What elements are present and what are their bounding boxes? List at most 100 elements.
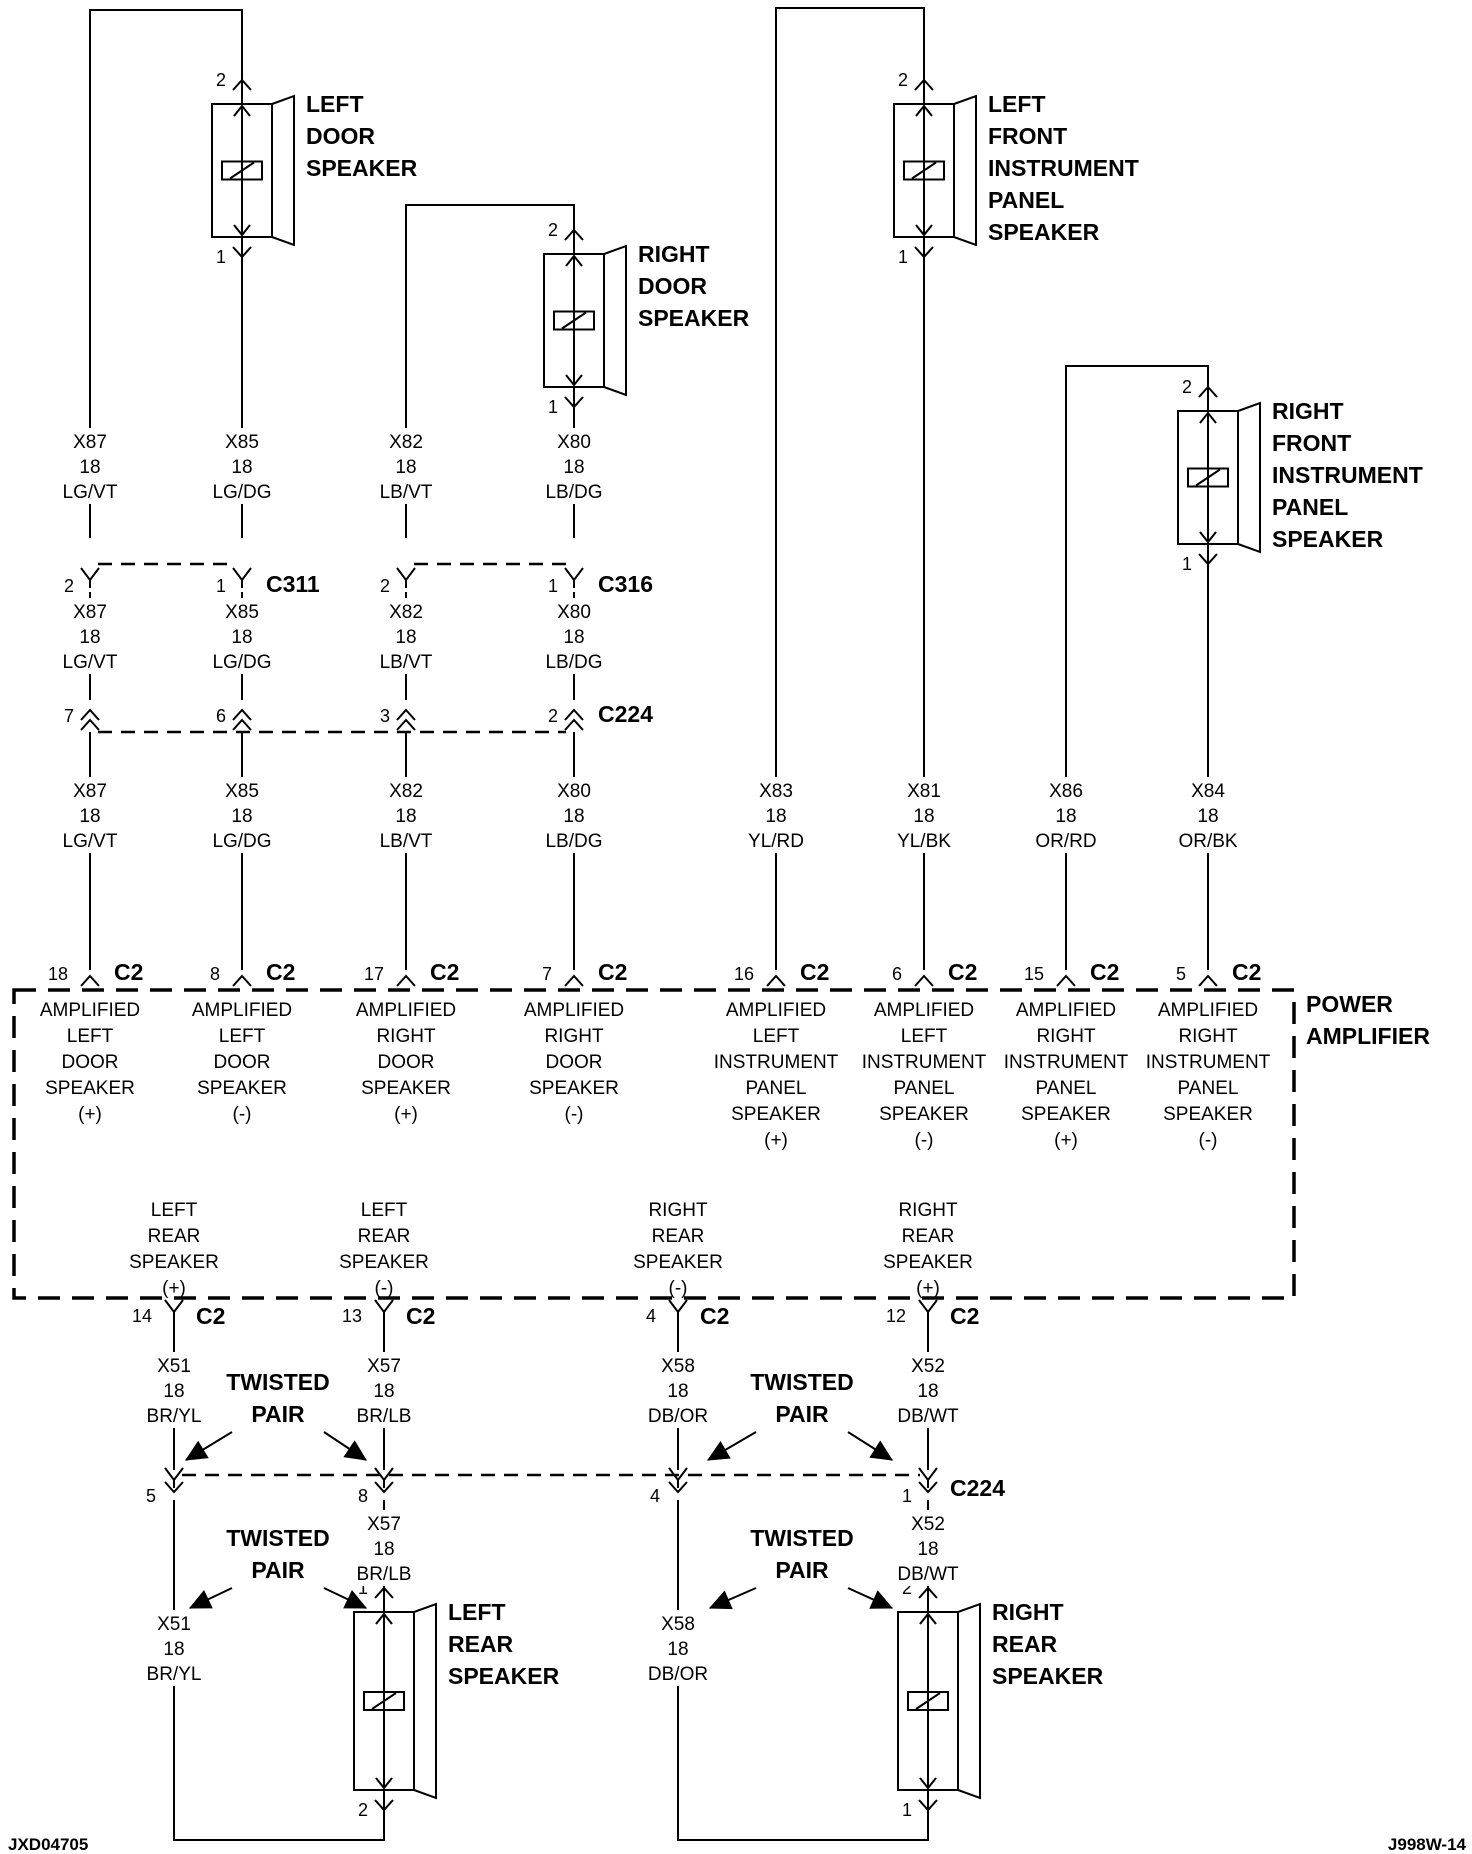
wire-label-x52-a-line-3: DB/WT bbox=[897, 1406, 959, 1427]
wire-label-x58-a-line-3: DB/OR bbox=[648, 1406, 708, 1427]
c224-bottom-terminal-a-2 bbox=[374, 1467, 394, 1488]
wire-label-x58-b-line-2: 18 bbox=[667, 1639, 688, 1660]
amp-bottom-label-4-2: REAR bbox=[652, 1226, 705, 1247]
wire-label-x86-line-3: OR/RD bbox=[1035, 831, 1096, 852]
amp-top-label-17-4: SPEAKER bbox=[361, 1078, 451, 1099]
right-front-ip-label-line-1: RIGHT bbox=[1272, 398, 1344, 424]
wire-label-x85-b-line-3: LG/DG bbox=[212, 652, 271, 673]
left-front-ip-label-line-3: INSTRUMENT bbox=[988, 155, 1139, 181]
left-door-speaker-cone bbox=[271, 94, 295, 247]
amp-top-label-17-2: RIGHT bbox=[376, 1026, 436, 1047]
amp-top-c2-18: C2 bbox=[114, 959, 143, 985]
right-front-ip-pin-bottom: 1 bbox=[1182, 554, 1192, 574]
wire-label-bg-x85-a bbox=[208, 428, 276, 504]
c224-pin-8: 8 bbox=[358, 1486, 368, 1506]
amp-top-label-7-4: SPEAKER bbox=[529, 1078, 619, 1099]
amp-top-label-15-6: (+) bbox=[1054, 1130, 1078, 1151]
amp-top-c2-17: C2 bbox=[430, 959, 459, 985]
c224-top-terminal-b-3 bbox=[396, 718, 416, 731]
twisted-pair-3: TWISTED PAIR bbox=[188, 1525, 368, 1609]
speakers: 21LEFTDOORSPEAKER21RIGHTDOORSPEAKER21LEF… bbox=[211, 70, 1423, 1820]
amp-top-label-17-1: AMPLIFIED bbox=[356, 1000, 456, 1021]
c224-pin-1: 1 bbox=[902, 1486, 912, 1506]
wire-label-x82-a-line-3: LB/VT bbox=[380, 482, 433, 503]
amp-top-pin-6: 6 bbox=[892, 964, 902, 984]
left-door-label-line-2: DOOR bbox=[306, 123, 375, 149]
left-rear-label-line-3: SPEAKER bbox=[448, 1663, 560, 1689]
c316-label: C316 bbox=[598, 571, 653, 597]
twisted-pair-1-line-1: TWISTED bbox=[226, 1369, 330, 1395]
left-door-speaker-arrows bbox=[233, 104, 251, 237]
wire-label-x58-b-line-3: DB/OR bbox=[648, 1664, 708, 1685]
connector-labels: C311 C316 C224 C224 2 1 2 1 7 6 3 2 5 8 … bbox=[64, 571, 1005, 1506]
wire-label-x51-b-line-2: 18 bbox=[163, 1639, 184, 1660]
amp-top-label-16-3: INSTRUMENT bbox=[714, 1052, 839, 1073]
amp-top-label-15-4: PANEL bbox=[1036, 1078, 1097, 1099]
wire-label-x80-b-line-1: X80 bbox=[557, 602, 591, 623]
c224-pin-3: 3 bbox=[380, 706, 390, 726]
wire-label-x57-b-line-3: BR/LB bbox=[357, 1564, 412, 1585]
twisted-pair-2-line-2: PAIR bbox=[775, 1401, 829, 1427]
wire-label-x87-b-line-1: X87 bbox=[73, 602, 107, 623]
amp-bottom-label-13-4: (-) bbox=[375, 1278, 394, 1299]
amp-top-label-16-4: PANEL bbox=[746, 1078, 807, 1099]
amp-top-c2-7: C2 bbox=[598, 959, 627, 985]
wire-label-bg-x83 bbox=[742, 777, 810, 853]
c224-pin-4: 4 bbox=[650, 1486, 660, 1506]
wire-label-x82-c-line-3: LB/VT bbox=[380, 831, 433, 852]
c224-top-terminal-a-2 bbox=[232, 708, 252, 721]
amplifier-title-line-1: POWER bbox=[1306, 991, 1393, 1017]
amp-top-label-5-5: SPEAKER bbox=[1163, 1104, 1253, 1125]
wire-label-bg-x80-c bbox=[540, 777, 608, 853]
amp-top-pin-17: 17 bbox=[364, 964, 384, 984]
wire-label-x87-c-line-3: LG/VT bbox=[63, 831, 118, 852]
wire-label-x85-c-line-1: X85 bbox=[225, 781, 259, 802]
amplifier-title-line-2: AMPLIFIER bbox=[1306, 1023, 1430, 1049]
right-rear-label-line-3: SPEAKER bbox=[992, 1663, 1104, 1689]
twisted-pair-3-line-1: TWISTED bbox=[226, 1525, 330, 1551]
amp-top-label-8-1: AMPLIFIED bbox=[192, 1000, 292, 1021]
c224-pin-2: 2 bbox=[548, 706, 558, 726]
wire-label-x85-c-line-2: 18 bbox=[231, 806, 252, 827]
c224-top-terminal-a-4 bbox=[564, 708, 584, 721]
amp-bottom-label-12-3: SPEAKER bbox=[883, 1252, 973, 1273]
amp-bottom-c2-12: C2 bbox=[950, 1303, 979, 1329]
amp-top-label-15-2: RIGHT bbox=[1036, 1026, 1096, 1047]
amp-top-label-17-3: DOOR bbox=[378, 1052, 435, 1073]
wire-label-x84-line-3: OR/BK bbox=[1178, 831, 1237, 852]
right-front-ip-speaker-arrows bbox=[1199, 411, 1217, 544]
wire-label-x83-line-2: 18 bbox=[765, 806, 786, 827]
c224-top-label: C224 bbox=[598, 701, 653, 727]
left-door-label-line-1: LEFT bbox=[306, 91, 364, 117]
c224-bottom-terminal-b-3 bbox=[668, 1481, 688, 1494]
wire-label-bg-x87-b bbox=[56, 598, 124, 674]
wire-label-bg-x82-a bbox=[372, 428, 440, 504]
amp-bottom-label-14-1: LEFT bbox=[151, 1200, 198, 1221]
left-rear-pin-top: 1 bbox=[358, 1578, 368, 1598]
wire-label-x82-b-line-1: X82 bbox=[389, 602, 423, 623]
c224-bottom-terminal-a-1 bbox=[164, 1467, 184, 1488]
amp-bottom-terminal-fork-12 bbox=[918, 1299, 938, 1320]
wire-label-bg-x82-b bbox=[372, 598, 440, 674]
twisted-pair-3-line-2: PAIR bbox=[251, 1557, 305, 1583]
c311-c316-terminal-1 bbox=[80, 567, 100, 588]
wire-label-x85-a-line-3: LG/DG bbox=[212, 482, 271, 503]
c224-pin-5: 5 bbox=[146, 1486, 156, 1506]
amp-top-label-18-2: LEFT bbox=[67, 1026, 114, 1047]
right-rear-speaker-arrows bbox=[919, 1612, 937, 1790]
amp-top-label-6-1: AMPLIFIED bbox=[874, 1000, 974, 1021]
wire-label-x51-a-line-1: X51 bbox=[157, 1356, 191, 1377]
wire-label-x86-line-2: 18 bbox=[1055, 806, 1076, 827]
